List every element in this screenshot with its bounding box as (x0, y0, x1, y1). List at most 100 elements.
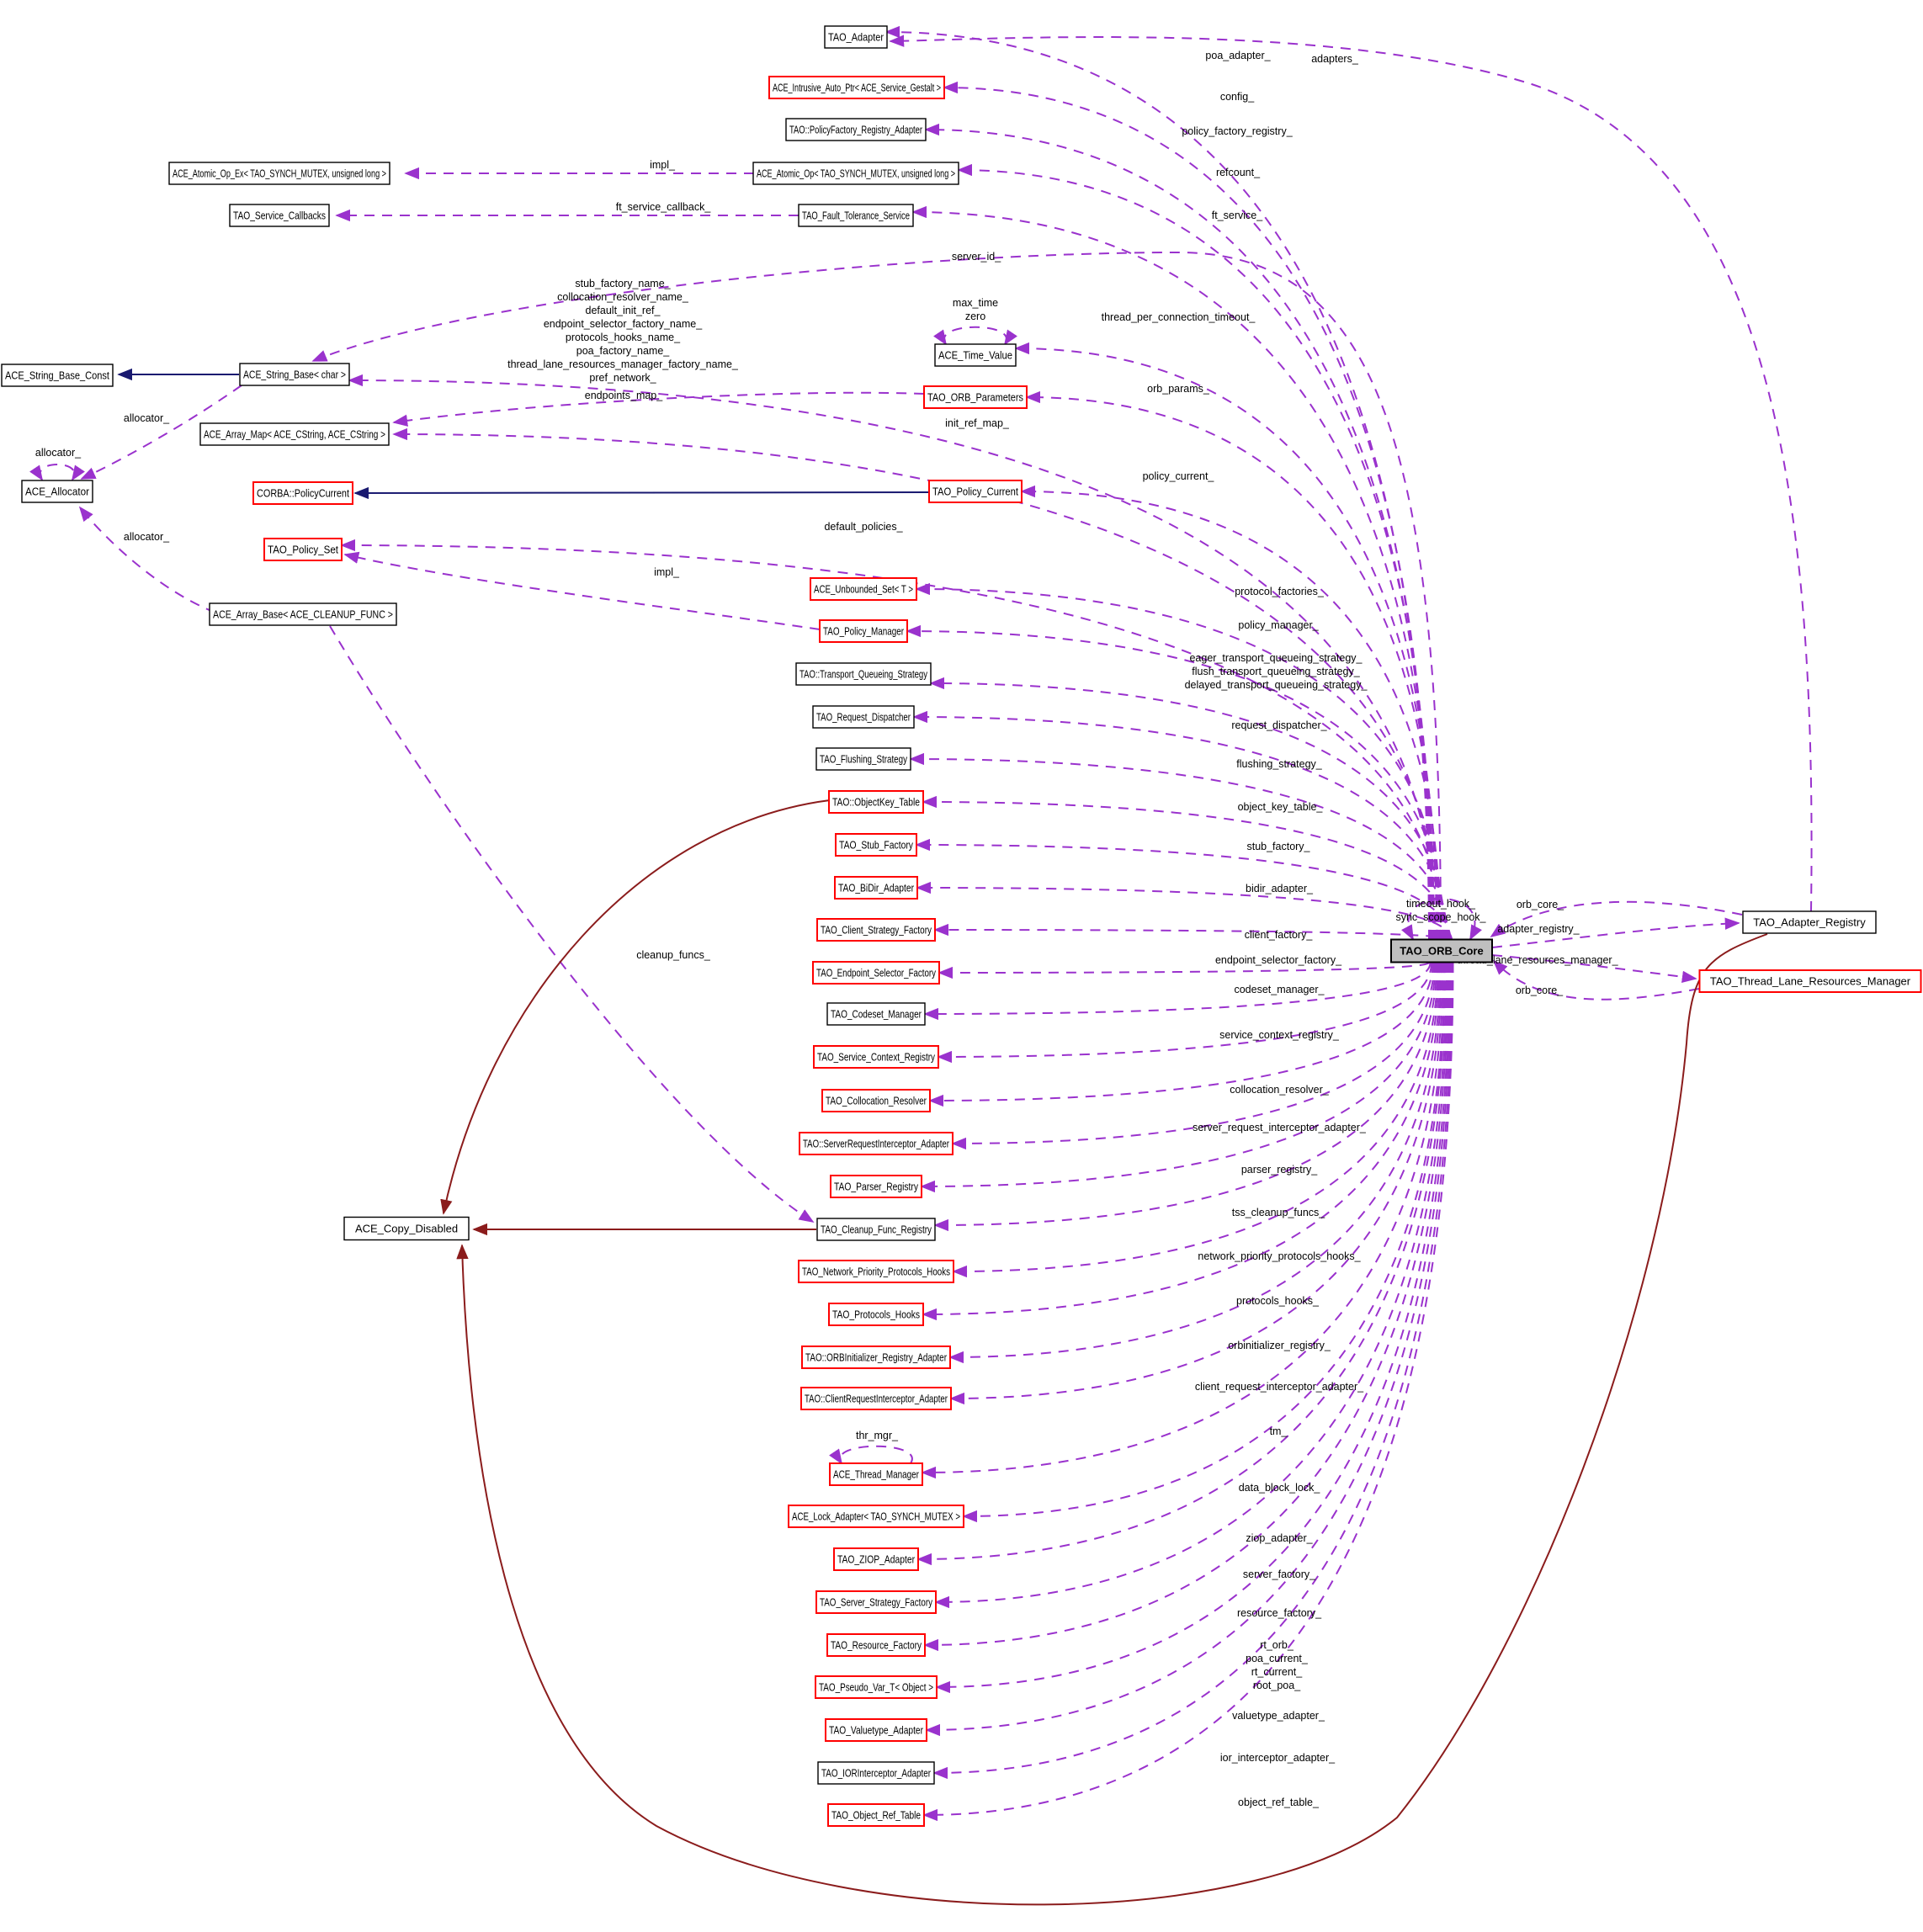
class-node-tao-cleanup-func-registry[interactable]: TAO_Cleanup_Func_Registry (816, 1218, 936, 1241)
class-node-tao-transport-queueing-strategy[interactable]: TAO::Transport_Queueing_Strategy (795, 662, 932, 686)
class-node-ace-atomic-op[interactable]: ACE_Atomic_Op< TAO_SYNCH_MUTEX, unsigned… (752, 162, 959, 185)
edge-tss-cleanup-funcs (933, 962, 1437, 1232)
class-node-label: TAO_Protocols_Hooks (832, 1308, 920, 1321)
class-node-tao-service-context-registry[interactable]: TAO_Service_Context_Registry (813, 1045, 939, 1069)
edge-valuetype-adapter (925, 962, 1452, 1737)
edge-label-orb-params: orb_params_ (1147, 383, 1210, 395)
class-node-tao-protocols-hooks[interactable]: TAO_Protocols_Hooks (828, 1303, 924, 1326)
class-node-tao-stub-factory[interactable]: TAO_Stub_Factory (835, 833, 917, 857)
class-node-ace-allocator[interactable]: ACE_Allocator (21, 480, 93, 503)
class-node-tao-object-ref-table[interactable]: TAO_Object_Ref_Table (827, 1803, 925, 1827)
class-node-label: TAO_ZIOP_Adapter (837, 1553, 916, 1566)
edge-label-orb-core-names: thread_lane_resources_manager_factory_na… (507, 358, 739, 370)
edge-cleanup-funcs (329, 625, 815, 1223)
class-node-tao-orb-core[interactable]: TAO_ORB_Core (1390, 938, 1493, 963)
class-node-tao-service-callbacks[interactable]: TAO_Service_Callbacks (229, 204, 330, 227)
class-node-tao-valuetype-adapter[interactable]: TAO_Valuetype_Adapter (825, 1718, 927, 1742)
class-node-ace-array-base[interactable]: ACE_Array_Base< ACE_CLEANUP_FUNC > (209, 602, 397, 626)
class-node-label: ACE_Time_Value (938, 349, 1012, 362)
class-node-tao-policy-manager[interactable]: TAO_Policy_Manager (819, 619, 908, 643)
class-node-tao-endpoint-selector-factory[interactable]: TAO_Endpoint_Selector_Factory (812, 961, 940, 985)
class-node-ace-thread-manager[interactable]: ACE_Thread_Manager (829, 1462, 923, 1486)
edge-label-codeset-manager: codeset_manager_ (1234, 984, 1325, 995)
edge-policy-manager (906, 624, 1445, 941)
edge-label-allocator-self: allocator_ (35, 447, 82, 459)
edge-ior-interceptor-adapter (932, 962, 1453, 1780)
class-node-box (343, 1216, 470, 1241)
class-node-ace-time-value[interactable]: ACE_Time_Value (934, 343, 1017, 367)
class-node-label: TAO_BiDir_Adapter (838, 882, 915, 894)
edge-label-orb-core-names: default_init_ref_ (586, 305, 661, 316)
class-node-tao-server-strategy-factory[interactable]: TAO_Server_Strategy_Factory (815, 1590, 937, 1614)
edge-label-orb-core-names: endpoint_selector_factory_name_ (544, 318, 703, 330)
class-node-box (826, 1633, 926, 1657)
class-node-tao-network-priority-protocols-hooks[interactable]: TAO_Network_Priority_Protocols_Hooks (798, 1260, 954, 1283)
edge-label-stub-factory: stub_factory_ (1246, 841, 1310, 852)
edge-server-id (311, 251, 1442, 941)
class-node-box (768, 76, 945, 99)
class-node-tao-collocation-resolver[interactable]: TAO_Collocation_Resolver (821, 1089, 931, 1112)
class-node-ace-intrusive-auto-ptr[interactable]: ACE_Intrusive_Auto_Ptr< ACE_Service_Gest… (768, 76, 945, 99)
edge-label-rt-orb-poa-current: rt_orb_ (1260, 1639, 1294, 1651)
class-node-tao-flushing-strategy[interactable]: TAO_Flushing_Strategy (815, 747, 911, 771)
class-node-ace-string-base-const[interactable]: ACE_String_Base_Const (1, 364, 114, 387)
edge-thread-per-connection-timeout (1014, 342, 1437, 941)
edge-label-policy-factory-registry: policy_factory_registry_ (1182, 125, 1293, 137)
class-node-label: CORBA::PolicyCurrent (257, 487, 349, 500)
edge-label-valuetype-adapter: valuetype_adapter_ (1232, 1710, 1325, 1722)
edge-transport-queueing (929, 677, 1447, 941)
class-node-ace-lock-adapter[interactable]: ACE_Lock_Adapter< TAO_SYNCH_MUTEX > (788, 1505, 964, 1528)
class-node-label: TAO_Service_Context_Registry (817, 1051, 935, 1064)
class-node-tao-parser-registry[interactable]: TAO_Parser_Registry (830, 1175, 922, 1198)
edge-label-server-request-interceptor-adapter: server_request_interceptor_adapter_ (1193, 1122, 1367, 1133)
edge-label-ft-service-callback: ft_service_callback_ (616, 201, 712, 213)
class-node-tao-policy-current[interactable]: TAO_Policy_Current (928, 480, 1023, 503)
class-node-ace-copy-disabled[interactable]: ACE_Copy_Disabled (343, 1216, 470, 1241)
class-node-tao-adapter[interactable]: TAO_Adapter (824, 25, 888, 49)
class-node-tao-clientrequestinterceptor-adapter[interactable]: TAO::ClientRequestInterceptor_Adapter (800, 1387, 952, 1410)
class-node-box (813, 1045, 939, 1069)
class-node-label: TAO_Request_Dispatcher (816, 711, 911, 724)
class-node-tao-request-dispatcher[interactable]: TAO_Request_Dispatcher (812, 705, 915, 729)
class-node-tao-orbinitializer-registry-adapter[interactable]: TAO::ORBInitializer_Registry_Adapter (801, 1346, 951, 1369)
class-node-tao-thread-lane-resources-manager[interactable]: TAO_Thread_Lane_Resources_Manager (1698, 969, 1922, 993)
class-node-tao-ziop-adapter[interactable]: TAO_ZIOP_Adapter (833, 1547, 919, 1571)
class-node-box (252, 481, 353, 505)
edge-label-policy-current: policy_current_ (1143, 470, 1215, 482)
class-node-ace-array-map[interactable]: ACE_Array_Map< ACE_CString, ACE_CString … (199, 422, 390, 446)
edge-label-orb-core-from-tlrm: orb_core_ (1516, 985, 1564, 996)
edge-label-thr-mgr-self: thr_mgr_ (856, 1430, 899, 1441)
class-node-ace-unbounded-set[interactable]: ACE_Unbounded_Set< T > (810, 577, 917, 601)
class-node-corba-policycurrent[interactable]: CORBA::PolicyCurrent (252, 481, 353, 505)
class-node-tao-orb-parameters[interactable]: TAO_ORB_Parameters (923, 385, 1028, 409)
edge-client-request-interceptor-adapter (949, 962, 1442, 1405)
class-node-tao-bidir-adapter[interactable]: TAO_BiDir_Adapter (834, 876, 918, 900)
class-node-box (752, 162, 959, 185)
edge-label-service-context-registry: service_context_registry_ (1219, 1029, 1340, 1041)
edge-label-server-id: server_id_ (952, 251, 1001, 263)
class-node-tao-fault-tolerance-service[interactable]: TAO_Fault_Tolerance_Service (798, 204, 914, 227)
class-node-ace-atomic-op-ex[interactable]: ACE_Atomic_Op_Ex< TAO_SYNCH_MUTEX, unsig… (168, 162, 390, 185)
class-node-label: TAO_Adapter (828, 31, 884, 44)
class-node-tao-adapter-registry[interactable]: TAO_Adapter_Registry (1742, 910, 1877, 934)
class-node-tao-policyfactory-registry-adapter[interactable]: TAO::PolicyFactory_Registry_Adapter (785, 118, 927, 141)
class-node-ace-string-base-char[interactable]: ACE_String_Base< char > (239, 363, 350, 386)
class-node-label: TAO::ORBInitializer_Registry_Adapter (805, 1351, 948, 1364)
class-node-tao-pseudo-var-t[interactable]: TAO_Pseudo_Var_T< Object > (815, 1675, 938, 1699)
edge-label-client-request-interceptor-adapter: client_request_interceptor_adapter_ (1195, 1381, 1364, 1393)
edge-request-dispatcher (912, 710, 1448, 941)
class-node-box (821, 1089, 931, 1112)
class-node-tao-policy-set[interactable]: TAO_Policy_Set (263, 538, 343, 561)
class-node-tao-client-strategy-factory[interactable]: TAO_Client_Strategy_Factory (816, 918, 936, 942)
class-node-tao-codeset-manager[interactable]: TAO_Codeset_Manager (826, 1002, 926, 1026)
edge-label-poa-adapter: poa_adapter_ (1205, 50, 1271, 61)
edge-label-refcount: refcount_ (1216, 167, 1261, 178)
class-node-tao-iorinterceptor-adapter[interactable]: TAO_IORInterceptor_Adapter (817, 1761, 935, 1785)
class-node-label: ACE_String_Base< char > (243, 369, 346, 381)
class-node-tao-resource-factory[interactable]: TAO_Resource_Factory (826, 1633, 926, 1657)
class-node-tao-serverrequestinterceptor-adapter[interactable]: TAO::ServerRequestInterceptor_Adapter (799, 1132, 954, 1155)
edge-label-collocation-resolver: collocation_resolver_ (1230, 1084, 1329, 1096)
class-node-box (229, 204, 330, 227)
class-node-tao-objectkey-table[interactable]: TAO::ObjectKey_Table (828, 790, 924, 814)
